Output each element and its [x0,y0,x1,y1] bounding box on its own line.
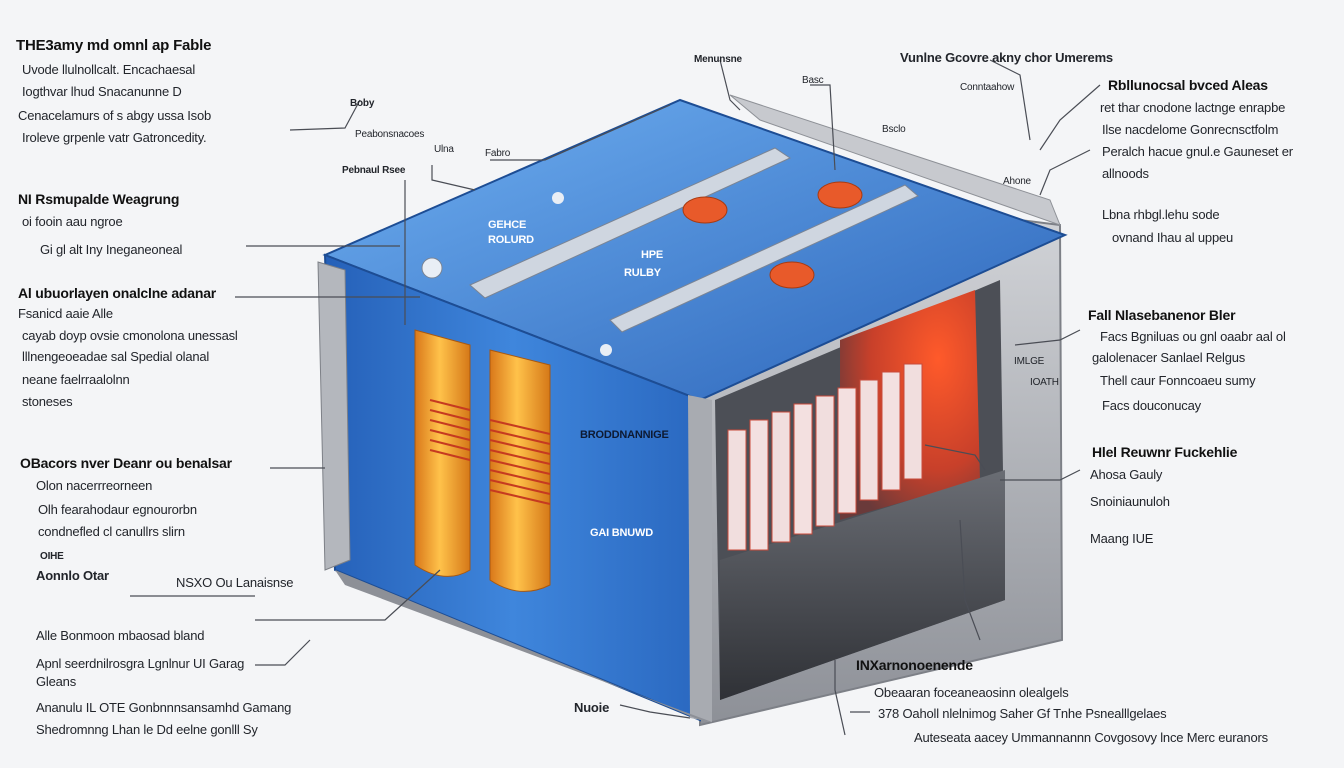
label-r2: Facs Bgniluas ou gnl oaabr aal ol [1100,329,1286,344]
inner-label-1: GEHCE [488,219,527,231]
label-tl-1: Uvode llulnollcalt. Encachaesal [22,62,196,77]
label-l3-2: Olh fearahodaur egnourorbn [38,502,197,517]
label-r11: Maang IUE [1090,531,1154,546]
bottom-plates [720,470,1005,700]
label-top-right-title: Vunlne Gcovre akny chor Umerems [900,50,1113,65]
label-l3-3: condnefled cl canullrs slirn [38,524,185,539]
label-l3-title: OBacors nver Deanr ou benalsar [20,455,232,471]
cell-group [414,329,551,592]
label-b3: 378 Oaholl nlelnimog Saher Gf Tnhe Psnea… [878,706,1167,721]
front-edge [688,395,712,722]
label-r8: Hlel Reuwnr Fuckehlie [1092,444,1238,460]
terminal-2 [817,181,863,209]
label-l2-4: neane faelrraalolnn [22,372,130,387]
label-r1: Fall Nlasebanenor Bler [1088,307,1236,323]
label-l3-5: Aonnlo Otar [36,568,109,583]
label-rt-1: ret thar cnodone lactnge enrapbe [1100,100,1286,115]
label-top-r-sub2: Conntaahow [960,82,1015,93]
leader-lines [130,59,1101,736]
label-top-c5: Fabro [485,148,511,159]
label-l2-5: stoneses [22,394,73,409]
inner-label-4: RULBY [624,267,661,279]
label-rt-4: allnoods [1102,166,1149,181]
sensor-dot [552,192,564,204]
label-r10: Snoiniaunuloh [1090,494,1170,509]
label-bl-3: Gleans [36,674,76,689]
label-l2-3: lllnengeoeadae sal Spedial olanal [22,349,210,364]
label-l3-1: Olon nacerrreorneen [36,478,153,493]
label-b5: Nuoie [574,700,610,715]
label-r9: Ahosa Gauly [1090,467,1163,482]
label-bl-4: Ananulu IL OTE Gonbnnnsansamhd Gamang [36,700,292,715]
label-top-r-sub3: Bsclo [882,124,906,135]
label-rt-title: Rbllunocsal bvced Aleas [1108,77,1268,93]
label-bl-5: Shedromnng Lhan le Dd eelne gonlll Sy [36,722,258,737]
casing-left-frame [317,261,351,571]
title-top-left: THE3amy md omnl ap Fable [16,37,212,54]
inner-label-3: HPE [641,249,664,261]
label-tl-2: Iogthvar lhud Snacanunne D [22,84,182,99]
label-l2-2: cayab doyp ovsie cmonolona unessasl [22,328,238,343]
label-l3-4: OIHE [40,551,64,562]
label-lm-1: oi fooin aau ngroe [22,214,123,229]
frame-back [729,94,1061,226]
label-r5: Facs douconucay [1102,398,1201,413]
label-top-c6: Pebnaul Rsee [342,165,406,176]
label-b4: Auteseata aacey Ummannannn Covgosovy lnc… [914,730,1268,745]
label-tl-4: Iroleve grpenle vatr Gatroncedity. [22,130,207,145]
label-top-c4: Ulna [434,144,454,155]
terminal-1 [682,196,728,224]
label-rt-6: Lbna rhbgl.lehu sode [1102,207,1220,222]
label-l3-6: NSXO Ou Lanaisnse [176,575,294,590]
label-l2-1: Fsanicd aaie Alle [18,306,113,321]
label-rt-7: ovnand Ihau al uppeu [1112,230,1234,245]
terminal-3 [769,261,815,289]
label-rt-2: Ilse nacdelome Gonrecnsctfolm [1102,122,1279,137]
label-l2-title: Al ubuorlayen onalclne adanar [18,285,217,301]
label-b1: INXarnonoenende [856,657,973,673]
label-lm-title: NI Rsmupalde Weagrung [18,191,180,207]
inner-label-6: GAI BNUWD [590,527,653,539]
label-rt-5: Ahone [1003,176,1031,187]
label-r3: galolenacer Sanlael Relgus [1092,350,1246,365]
label-tl-3: Cenacelamurs of s abgy ussa Isob [18,108,212,123]
bus-bars [469,147,919,333]
vent-cap [421,257,443,279]
label-b2: Obeaaran foceaneaosinn olealgels [874,685,1069,700]
label-top-r-sub1: Basc [802,75,824,86]
label-top-c3: Peabonsnacoes [355,129,425,140]
label-r4: Thell caur Fonncoaeu sumy [1100,373,1256,388]
label-top-c2: Boby [350,98,375,109]
inner-label-2: ROLURD [488,234,534,246]
label-top-c1: Menunsne [694,54,742,65]
sensor-dot-2 [600,344,612,356]
label-bl-2: Apnl seerdnilrosgra Lgnlnur UI Garag [36,656,245,671]
label-rt-3: Peralch hacue gnul.e Gauneset er [1102,144,1293,159]
inner-label-5: BRODDNANNIGE [580,429,669,441]
label-r6: IMLGE [1014,356,1045,367]
label-bl-1: Alle Bonmoon mbaosad bland [36,628,205,643]
internal-cells [727,363,923,551]
label-lm-2: Gi gl alt Iny Ineganeoneal [40,242,183,257]
label-r7: IOATH [1030,377,1059,388]
